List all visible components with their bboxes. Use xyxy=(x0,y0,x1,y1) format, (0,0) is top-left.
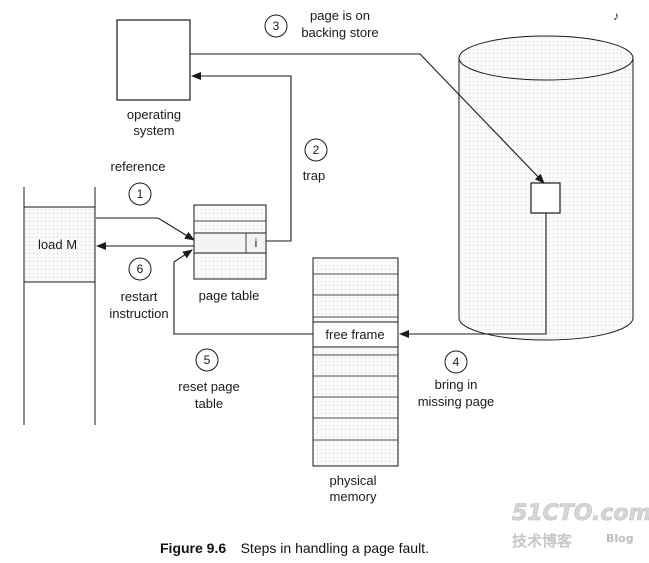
step-5-label-line1: reset page xyxy=(178,379,239,394)
load-instruction-cell xyxy=(23,206,96,283)
physical-memory-label-line2: memory xyxy=(330,489,377,504)
step-1-number: 1 xyxy=(137,187,144,201)
missing-page-on-disk xyxy=(530,182,561,214)
step-1-label: reference xyxy=(111,159,166,174)
step-3-label-line2: backing store xyxy=(301,25,378,40)
invalid-bit: i xyxy=(255,236,258,250)
operating-system-box xyxy=(116,19,191,101)
reference-arrow xyxy=(96,217,195,241)
step-3-number: 3 xyxy=(273,19,280,33)
step-4-label-line2: missing page xyxy=(418,394,495,409)
step-4-number: 4 xyxy=(453,355,460,369)
watermark-cn: 技术博客 xyxy=(512,532,573,550)
free-frame xyxy=(312,321,399,348)
step-4-label-line1: bring in xyxy=(435,377,478,392)
step-6-number: 6 xyxy=(137,262,144,276)
step-6-label-line1: restart xyxy=(121,289,158,304)
step-6-marker: 6 xyxy=(128,257,152,281)
os-label-line1: operating xyxy=(127,107,181,122)
step-2-marker: 2 xyxy=(304,138,328,162)
step-3-label-line1: page is on xyxy=(310,8,370,23)
step-4-marker: 4 xyxy=(444,350,468,374)
figure-caption-text: Steps in handling a page fault. xyxy=(241,540,429,556)
step-5-label-line2: table xyxy=(195,396,223,411)
os-label-line2: system xyxy=(133,123,174,138)
watermark: 51CTO.com 技术博客 Blog xyxy=(512,501,649,550)
physical-memory: free frame xyxy=(312,257,399,467)
figure-caption: Figure 9.6 Steps in handling a page faul… xyxy=(160,540,429,557)
physical-memory-label-line1: physical xyxy=(330,473,377,488)
backing-store-disk xyxy=(458,35,634,341)
program-block: load M xyxy=(23,187,96,425)
step-2-number: 2 xyxy=(313,143,320,157)
step-5-marker: 5 xyxy=(195,348,219,372)
step-5-number: 5 xyxy=(204,353,211,367)
load-instruction: load M xyxy=(38,237,77,252)
bring-in-arrow xyxy=(399,213,547,338)
page-table: i xyxy=(193,204,267,280)
step-1-marker: 1 xyxy=(128,182,152,206)
reset-page-table-arrow xyxy=(173,249,313,335)
step-2-label: trap xyxy=(303,168,325,183)
page-table-label: page table xyxy=(199,288,260,303)
step-6-label-line2: instruction xyxy=(109,306,168,321)
page-table-entry xyxy=(193,232,267,254)
watermark-blog: Blog xyxy=(606,532,634,545)
trap-arrow xyxy=(191,72,292,242)
corner-mark: ♪ xyxy=(613,9,619,23)
step-3-marker: 3 xyxy=(264,14,288,38)
watermark-site: 51CTO.com xyxy=(512,501,649,526)
backing-store-arrow xyxy=(190,53,545,184)
free-frame-label: free frame xyxy=(325,327,384,342)
figure-number: Figure 9.6 xyxy=(160,540,226,556)
